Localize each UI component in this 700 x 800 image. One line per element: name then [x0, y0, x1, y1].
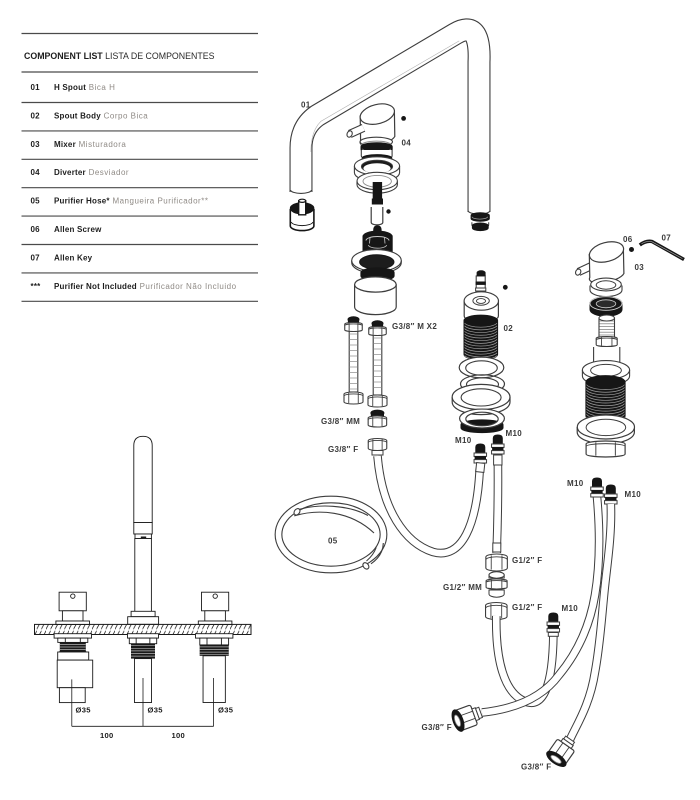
svg-text:02: 02 [504, 324, 514, 333]
svg-text:Ø35: Ø35 [148, 706, 164, 715]
svg-text:05: 05 [31, 197, 41, 206]
svg-text:G1/2″ F: G1/2″ F [512, 603, 542, 612]
svg-text:04: 04 [402, 139, 412, 148]
svg-text:06: 06 [623, 235, 633, 244]
svg-text:100: 100 [100, 731, 114, 740]
svg-text:M10: M10 [455, 436, 472, 445]
svg-text:G3/8″ F: G3/8″ F [328, 445, 358, 454]
svg-text:Purifier Not Included Purifica: Purifier Not Included Purificador Não In… [54, 282, 237, 291]
svg-text:Diverter Desviador: Diverter Desviador [54, 168, 129, 177]
svg-text:COMPONENT LIST LISTA DE COMPON: COMPONENT LIST LISTA DE COMPONENTES [24, 51, 215, 61]
svg-text:01: 01 [31, 83, 41, 92]
svg-text:01: 01 [301, 101, 311, 110]
svg-text:100: 100 [172, 731, 186, 740]
svg-text:04: 04 [31, 168, 41, 177]
svg-text:06: 06 [31, 225, 41, 234]
svg-text:07: 07 [31, 253, 41, 262]
svg-text:G1/2″ F: G1/2″ F [512, 556, 542, 565]
svg-text:M10: M10 [506, 429, 523, 438]
svg-text:Spout Body Corpo Bica: Spout Body Corpo Bica [54, 111, 148, 120]
svg-text:M10: M10 [562, 604, 579, 613]
svg-text:Allen Key: Allen Key [54, 253, 93, 262]
svg-text:M10: M10 [625, 490, 642, 499]
svg-text:G3/8″ F: G3/8″ F [422, 723, 452, 732]
svg-text:07: 07 [662, 234, 672, 243]
svg-text:G1/2″ MM: G1/2″ MM [443, 583, 482, 592]
svg-text:***: *** [31, 282, 42, 291]
svg-text:Ø35: Ø35 [218, 706, 234, 715]
svg-text:03: 03 [635, 263, 645, 272]
svg-text:Purifier Hose* Mangueira Purif: Purifier Hose* Mangueira Purificador** [54, 197, 208, 206]
svg-text:G3/8″ MM: G3/8″ MM [321, 417, 360, 426]
svg-text:M10: M10 [567, 479, 584, 488]
svg-text:G3/8″ M X2: G3/8″ M X2 [392, 322, 437, 331]
svg-text:H Spout Bica H: H Spout Bica H [54, 83, 115, 92]
svg-text:Mixer Misturadora: Mixer Misturadora [54, 140, 126, 149]
svg-text:Ø35: Ø35 [76, 706, 92, 715]
svg-text:02: 02 [31, 111, 41, 120]
svg-text:Allen Screw: Allen Screw [54, 225, 102, 234]
svg-text:05: 05 [328, 537, 338, 546]
svg-text:03: 03 [31, 140, 41, 149]
svg-text:G3/8″ F: G3/8″ F [521, 763, 551, 772]
